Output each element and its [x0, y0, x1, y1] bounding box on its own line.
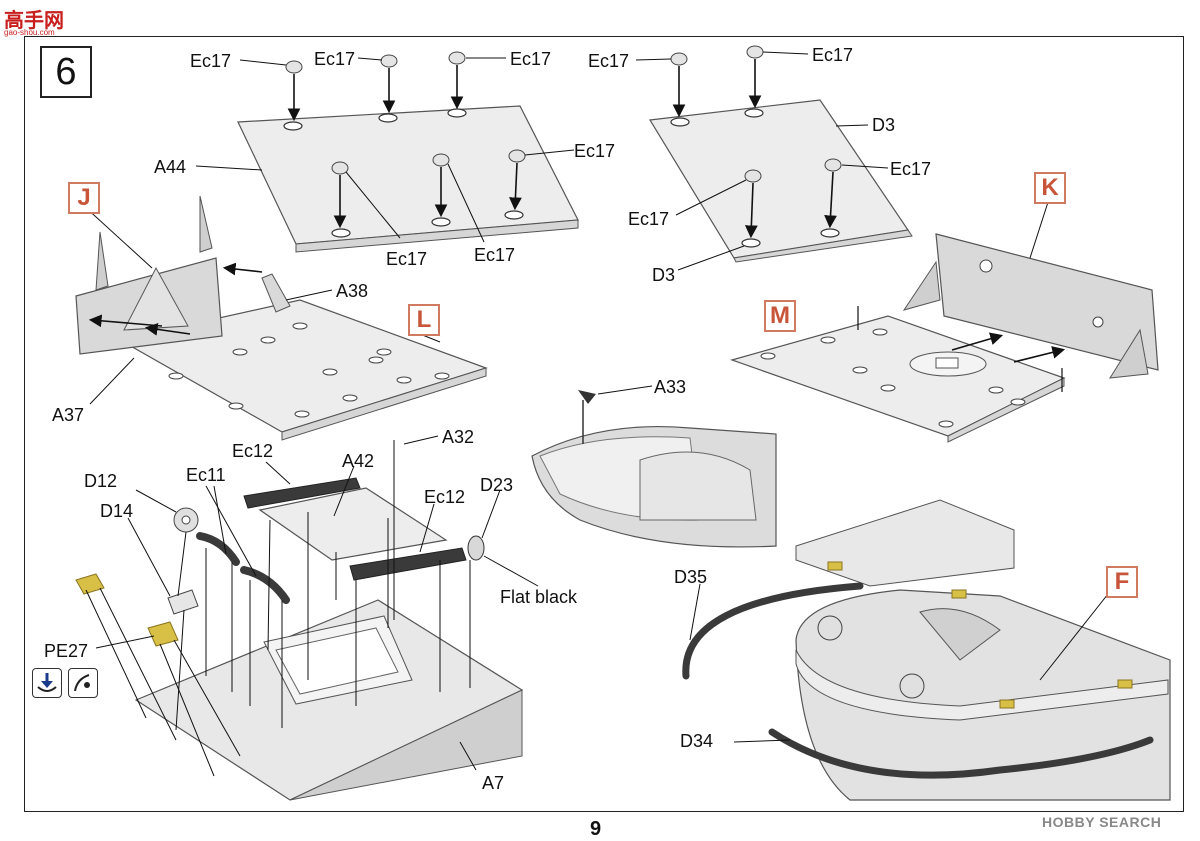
- subassembly-k-badge: K: [1034, 172, 1066, 204]
- part-d3-plate: [649, 99, 913, 263]
- label-ec17: Ec17: [474, 245, 516, 265]
- label-a37: A37: [52, 405, 85, 425]
- label-ec17: Ec17: [190, 51, 232, 71]
- j-arrows: [88, 262, 263, 336]
- part-k-bulkhead: [902, 233, 1159, 379]
- instruction-frame: [24, 36, 1184, 812]
- label-ec17: Ec17: [628, 209, 670, 229]
- k-guides: [857, 306, 1063, 392]
- label-ec17: Ec17: [510, 49, 552, 69]
- label-a33: A33: [654, 377, 687, 397]
- l-floor-holes: [168, 322, 450, 418]
- watermark-bottom-logo: HOBBY SEARCH: [1042, 814, 1162, 830]
- subassembly-f-badge: F: [1106, 566, 1138, 598]
- paint-note: Flat black: [500, 587, 578, 607]
- label-ec11: Ec11: [186, 465, 226, 485]
- label-ec17: Ec17: [588, 51, 630, 71]
- label-d23: D23: [480, 475, 514, 495]
- label-a44: A44: [154, 157, 187, 177]
- ec17-arrows-left: [287, 65, 522, 229]
- label-d35: D35: [674, 567, 708, 587]
- ec17-domes-right: [670, 45, 842, 183]
- a44-holes: [283, 108, 524, 238]
- ec17-domes-left: [285, 51, 526, 175]
- m-floor-holes: [760, 328, 1026, 428]
- label-d3: D3: [872, 115, 896, 135]
- down-arrow-icon: [32, 668, 62, 698]
- label-ec17: Ec17: [812, 45, 854, 65]
- leader-lines: [83, 51, 1109, 771]
- label-pe27: PE27: [44, 641, 89, 661]
- ec17-arrows-right: [672, 59, 837, 239]
- part-d12: [173, 507, 199, 533]
- subassembly-l-badge: L: [408, 304, 440, 336]
- watermark-top-url: gao-shou.com: [4, 28, 55, 37]
- label-ec17: Ec17: [386, 249, 428, 269]
- part-f-assembly: [795, 499, 1171, 801]
- part-d23: [467, 535, 485, 561]
- part-a44-plate: [237, 105, 579, 253]
- part-m-floor: [730, 315, 1066, 443]
- label-a42: A42: [342, 451, 375, 471]
- part-ec11-handles: [196, 532, 290, 604]
- label-d34: D34: [680, 731, 714, 751]
- part-ec12-strips: [243, 477, 467, 581]
- label-ec12: Ec12: [424, 487, 466, 507]
- hull-guide-lines: [85, 440, 471, 777]
- part-j-bulkhead: [75, 195, 223, 355]
- subassembly-m-badge: M: [764, 300, 796, 332]
- label-a38: A38: [336, 281, 369, 301]
- label-ec12: Ec12: [232, 441, 274, 461]
- label-a7: A7: [482, 773, 505, 793]
- label-ec17: Ec17: [574, 141, 616, 161]
- label-d14: D14: [100, 501, 134, 521]
- part-a38: [261, 273, 291, 313]
- page-number: 9: [590, 818, 602, 840]
- label-d12: D12: [84, 471, 118, 491]
- part-pe27: [75, 573, 179, 647]
- label-a32: A32: [442, 427, 475, 447]
- watermark-top-logo: 高手网: [4, 10, 64, 32]
- part-a7-hull: [134, 599, 524, 801]
- f-brass-parts: [827, 561, 1133, 709]
- part-a33-shell: [531, 390, 777, 548]
- label-ec17: Ec17: [890, 159, 932, 179]
- part-d14: [167, 589, 199, 615]
- label-d3: D3: [652, 265, 676, 285]
- k-arrows: [951, 332, 1066, 363]
- step-number: 6: [40, 46, 92, 98]
- label-ec17: Ec17: [314, 49, 356, 69]
- bend-tool-icon: [68, 668, 98, 698]
- d3-holes: [670, 108, 840, 248]
- subassembly-j-badge: J: [68, 182, 100, 214]
- part-d35-d34-rails: [682, 582, 1154, 779]
